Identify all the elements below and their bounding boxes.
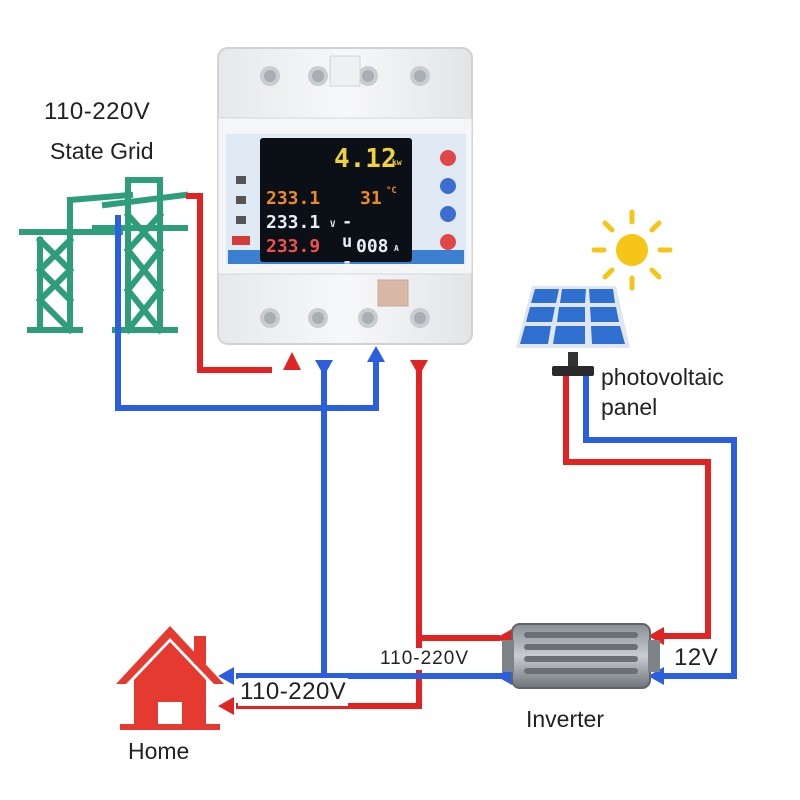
voltage1-reading: 233.1 — [266, 188, 321, 209]
power-reading: 4.12 — [334, 144, 397, 174]
grid-live-arrow — [283, 352, 301, 370]
pv-negative-wire — [583, 376, 737, 679]
meter-live-out-arrow — [410, 360, 428, 376]
home-live-arrow — [218, 697, 234, 715]
temperature-reading: 31 — [360, 188, 382, 209]
house-icon — [116, 626, 224, 730]
home-neutral-arrow — [218, 667, 234, 685]
inverter-label: Inverter — [526, 706, 604, 732]
current-unit: A — [394, 244, 399, 253]
voltage2-reading: 233.1 — [266, 212, 321, 233]
home-voltage-label: 110-220V — [238, 678, 349, 706]
inverter-icon — [502, 623, 660, 689]
voltage3-reading: 233.9 — [266, 236, 321, 257]
pv-positive-wire — [563, 376, 711, 639]
home-live-wire — [236, 362, 422, 709]
inverter-ac-label: 110-220V — [378, 648, 471, 670]
sun-icon — [591, 209, 673, 291]
grid-neutral-arrow — [367, 346, 385, 362]
power-unit: kw — [392, 158, 402, 167]
voltage2-unit: V — [330, 220, 336, 230]
meter-neutral-out-arrow — [315, 360, 333, 376]
current-reading: 008 — [356, 236, 389, 257]
solar-panel-icon — [516, 286, 630, 376]
home-label: Home — [128, 738, 190, 764]
grid-name-label: State Grid — [50, 138, 154, 164]
transmission-tower-icon — [19, 177, 189, 335]
status-reading: - u - — [342, 212, 353, 272]
temperature-unit: °C — [386, 186, 397, 196]
pv-label-line2: panel — [601, 394, 658, 420]
grid-neutral-wire — [115, 215, 379, 411]
inverter-dc-label: 12V — [674, 644, 719, 671]
grid-live-wire — [186, 193, 272, 373]
energy-meter-icon — [217, 47, 473, 345]
grid-voltage-label: 110-220V — [44, 98, 151, 125]
pv-label-line1: photovoltaic — [601, 364, 724, 390]
